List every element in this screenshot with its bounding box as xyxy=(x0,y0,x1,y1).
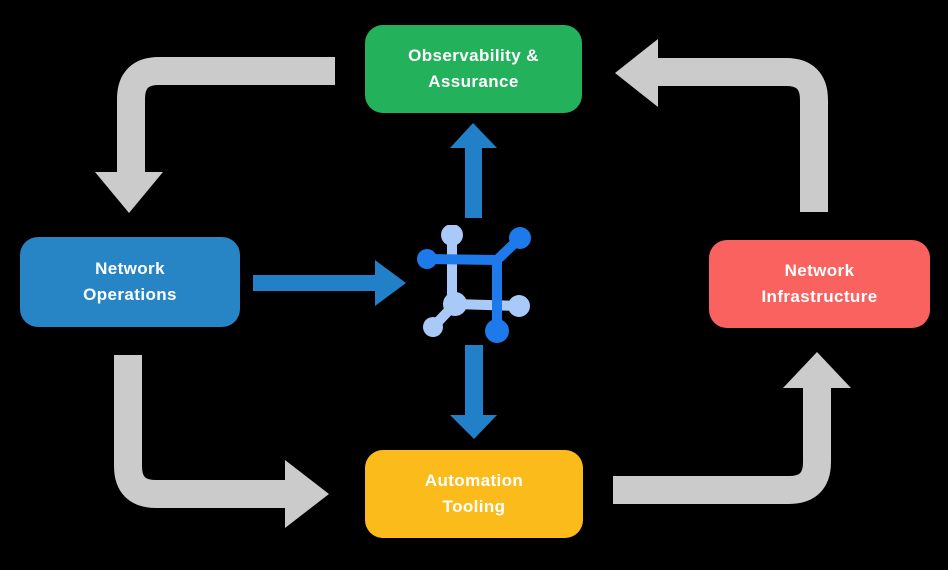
icon-light-nodes xyxy=(423,225,530,337)
arrow-head-left-icon xyxy=(615,39,658,107)
box-automation-tooling: Automation Tooling xyxy=(365,450,583,538)
network-mesh-icon xyxy=(417,225,531,343)
box-automation-label: Automation Tooling xyxy=(424,470,524,516)
box-network-infrastructure: Network Infrastructure xyxy=(709,240,930,328)
arrow-operations-to-automation-shaft xyxy=(114,355,286,508)
icon-dark-nodes xyxy=(417,227,531,343)
arrow-center-to-observability xyxy=(450,123,497,218)
box-observability-assurance: Observability & Assurance xyxy=(365,25,582,113)
arrow-head-right-icon xyxy=(285,460,329,528)
box-network-operations: Network Operations xyxy=(20,237,240,327)
arrow-infrastructure-to-observability-shaft xyxy=(657,58,828,212)
arrow-head-down-icon xyxy=(95,172,163,213)
arrow-operations-to-center xyxy=(253,260,406,306)
arrow-center-to-automation xyxy=(450,345,497,439)
box-operations-label: Network Operations xyxy=(83,258,177,304)
box-infrastructure-label: Network Infrastructure xyxy=(761,260,878,306)
arrow-observability-to-operations-shaft xyxy=(117,57,335,173)
arrow-head-up-icon xyxy=(783,352,851,388)
box-observability-label: Observability & Assurance xyxy=(408,45,539,91)
arrow-automation-to-infrastructure-shaft xyxy=(613,387,831,504)
